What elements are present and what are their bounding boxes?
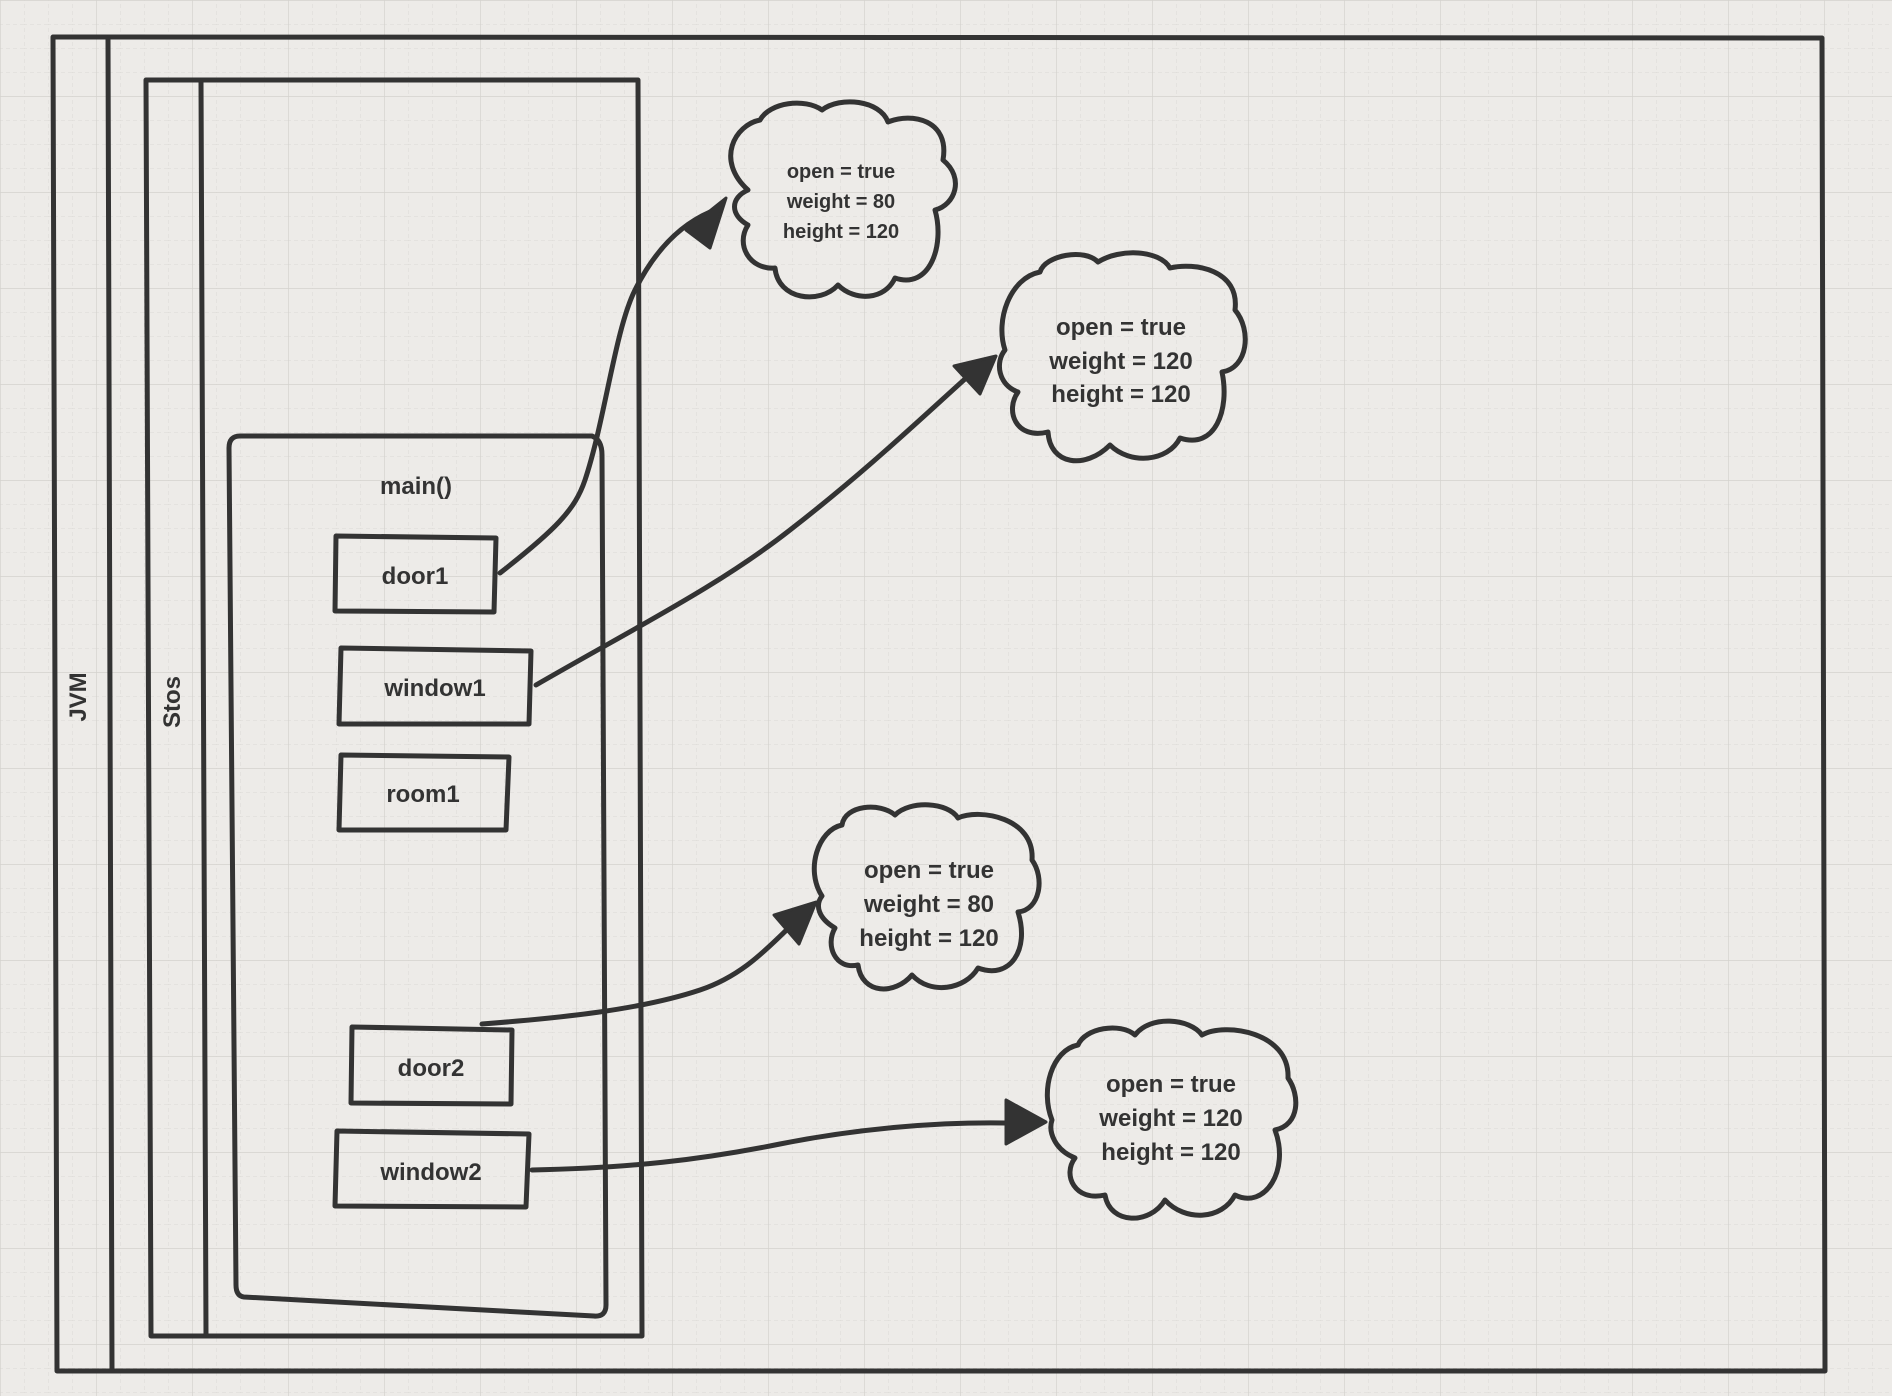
window2-object-weight: weight = 120: [1098, 1105, 1242, 1132]
window1-object-height: height = 120: [1051, 381, 1190, 408]
main-method-frame: [226, 433, 609, 1319]
window1-object-weight: weight = 120: [1048, 348, 1192, 375]
variable-box-door1[interactable]: [332, 533, 499, 615]
main-method-title: main(): [380, 473, 452, 500]
arrowhead-door1: [684, 196, 728, 250]
object-cloud-door1: [728, 99, 958, 300]
arrow-window1-to-object: [533, 367, 978, 688]
variable-label-room1: room1: [386, 781, 459, 808]
door1-object-open: open = true: [787, 161, 895, 183]
arrowhead-window2: [1004, 1098, 1048, 1146]
object-cloud-window1: [996, 250, 1248, 464]
arrow-window2-to-object: [529, 1120, 1008, 1173]
variable-box-room1[interactable]: [336, 752, 512, 833]
stack-frame: [143, 77, 645, 1339]
door2-object-height: height = 120: [859, 925, 998, 952]
arrowhead-door2: [772, 900, 818, 946]
door1-object-weight: weight = 80: [786, 191, 895, 213]
door1-object-height: height = 120: [783, 221, 899, 243]
variable-box-door2[interactable]: [348, 1024, 515, 1107]
jvm-label: JVM: [65, 672, 92, 721]
arrow-door1-to-object: [497, 209, 713, 576]
door2-object-weight: weight = 80: [863, 891, 994, 918]
variable-box-window1[interactable]: [336, 645, 534, 727]
jvm-header-divider: [105, 35, 115, 1373]
window2-object-height: height = 120: [1101, 1139, 1240, 1166]
object-cloud-window2: [1044, 1018, 1299, 1221]
variable-box-window2[interactable]: [332, 1128, 532, 1210]
variable-label-window2: window2: [379, 1159, 481, 1186]
object-cloud-door2: [811, 802, 1042, 992]
variable-label-window1: window1: [383, 675, 485, 702]
stack-label: Stos: [159, 676, 186, 728]
arrow-door2-to-object: [479, 919, 798, 1027]
jvm-frame: [50, 34, 1828, 1374]
stack-header-divider: [198, 78, 209, 1338]
door2-object-open: open = true: [864, 857, 994, 884]
arrowhead-window1: [952, 354, 998, 396]
variable-label-door2: door2: [398, 1055, 465, 1082]
variable-label-door1: door1: [382, 563, 449, 590]
window1-object-open: open = true: [1056, 314, 1186, 341]
window2-object-open: open = true: [1106, 1071, 1236, 1098]
